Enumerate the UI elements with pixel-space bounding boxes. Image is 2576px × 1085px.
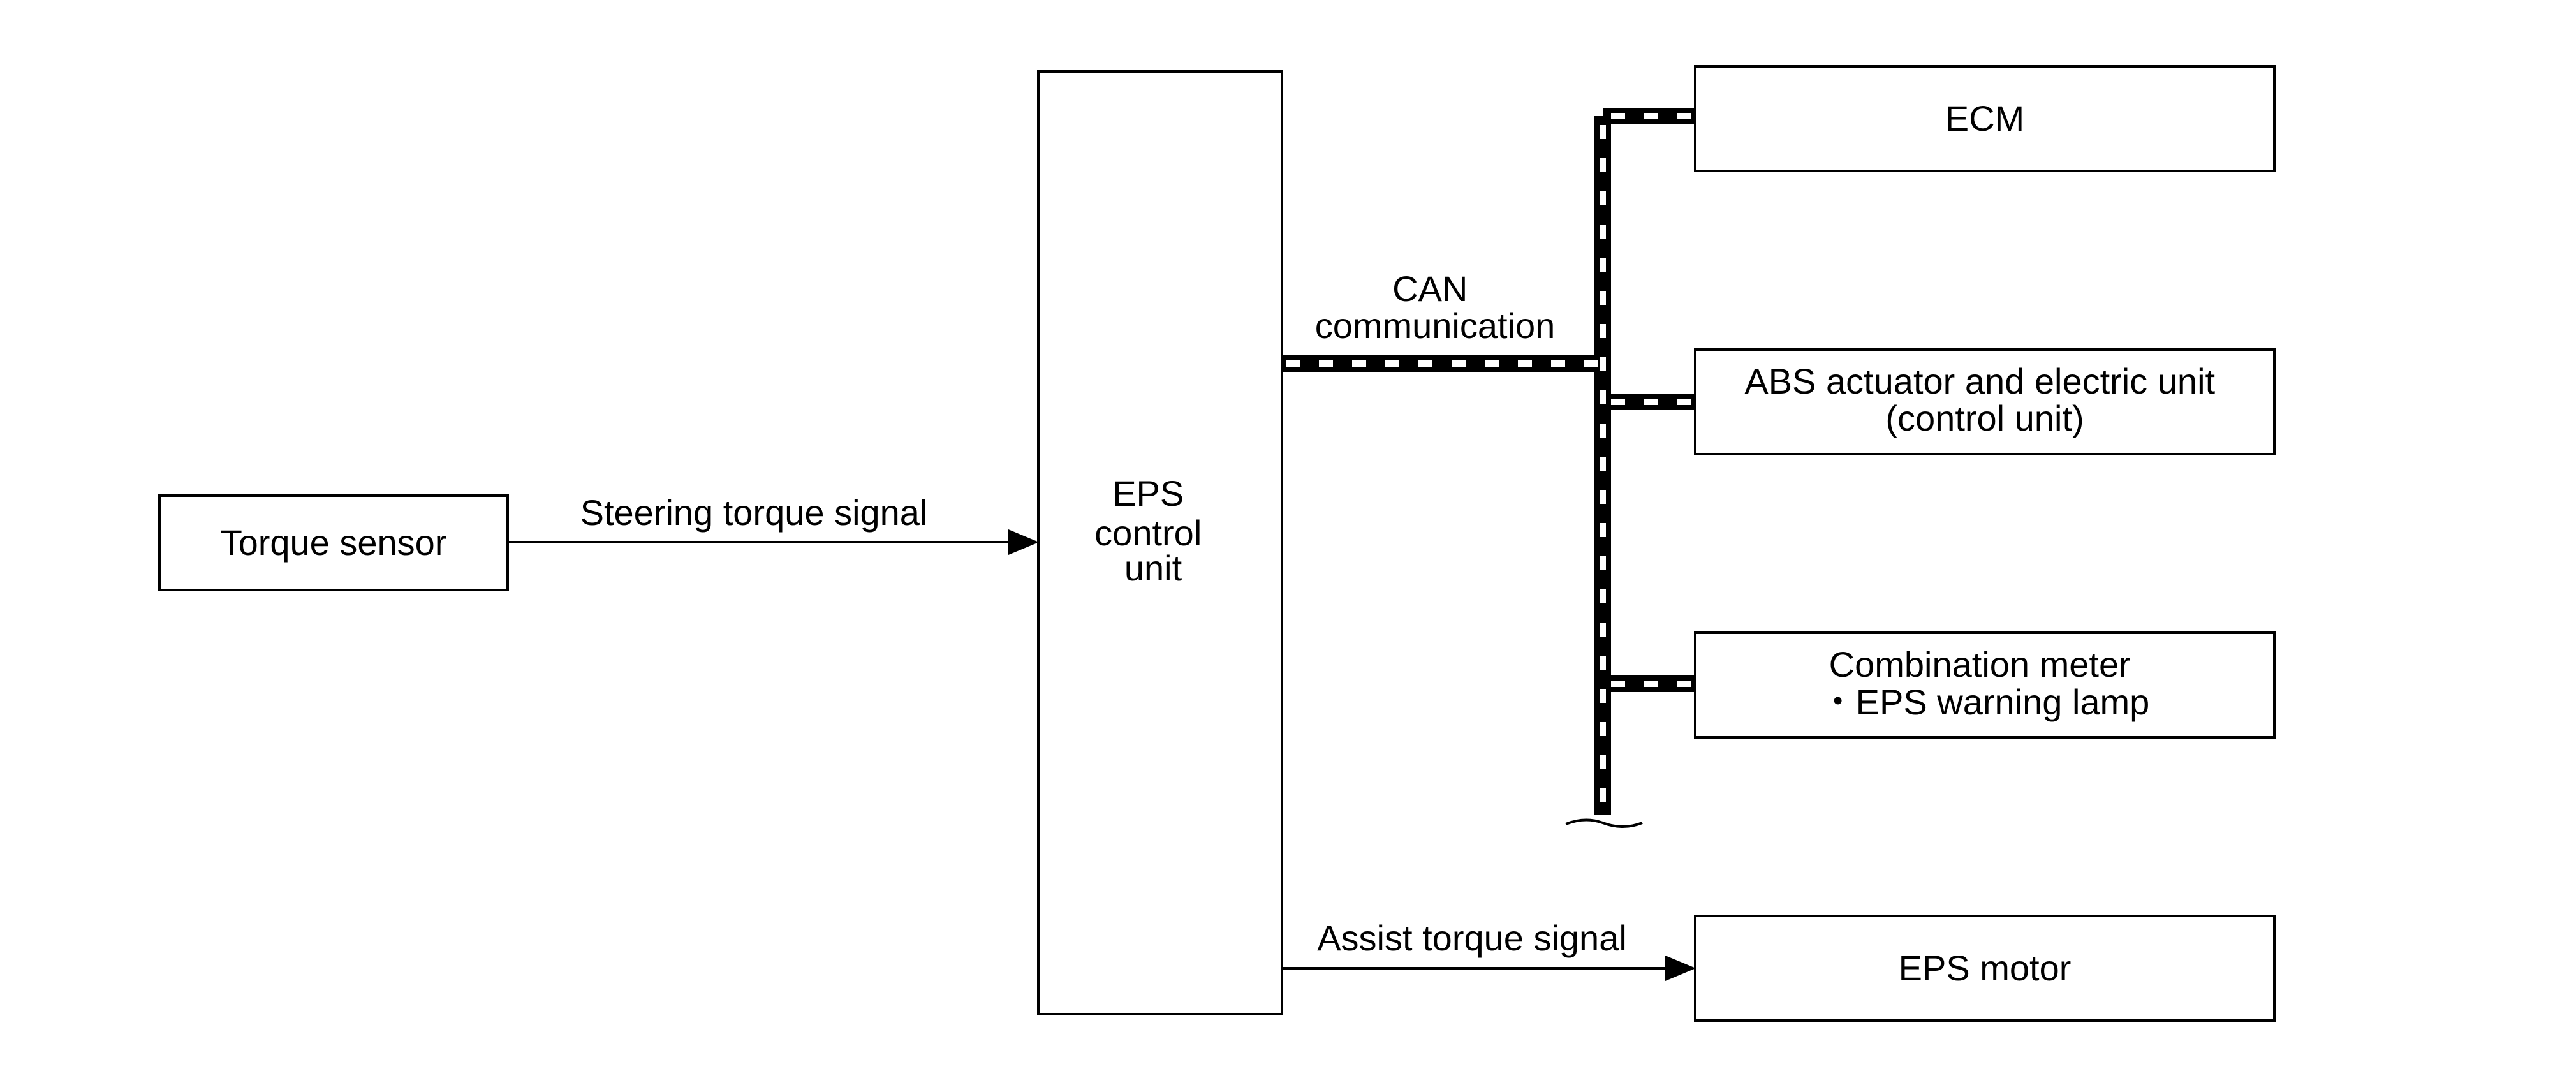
eps-motor-label: EPS motor xyxy=(1899,948,2072,988)
eps-control-unit-label: EPS control unit xyxy=(1094,473,1212,588)
can-communication-line-2: communication xyxy=(1315,306,1556,346)
combination-meter-label: Combination meter ・EPS warning lamp xyxy=(1820,644,2150,722)
abs-unit-block: ABS actuator and electric unit (control … xyxy=(1694,348,2276,455)
steering-torque-signal-label: Steering torque signal xyxy=(580,492,928,533)
torque-sensor-block: Torque sensor xyxy=(158,494,509,591)
steering-torque-signal: Steering torque signal xyxy=(508,492,1039,555)
eps-control-unit-line-3: unit xyxy=(1124,548,1182,588)
ecm-label: ECM xyxy=(1945,98,2024,138)
abs-unit-line-2: (control unit) xyxy=(1885,398,2084,438)
can-bus-trunk xyxy=(1282,108,1695,815)
abs-unit-label: ABS actuator and electric unit (control … xyxy=(1744,361,2225,438)
torque-sensor-label: Torque sensor xyxy=(221,522,447,563)
can-bus: CAN communication xyxy=(1282,108,1695,828)
combination-meter-line-2: ・EPS warning lamp xyxy=(1820,682,2150,722)
can-bus-break-mark xyxy=(1565,818,1643,828)
assist-torque-signal: Assist torque signal xyxy=(1282,918,1696,981)
ecm-block: ECM xyxy=(1694,65,2276,172)
eps-control-unit-line-2: control xyxy=(1094,513,1202,553)
eps-motor-block: EPS motor xyxy=(1694,915,2276,1022)
can-communication-label: CAN communication xyxy=(1315,269,1556,346)
can-communication-line-1: CAN xyxy=(1392,269,1468,309)
combination-meter-line-1: Combination meter xyxy=(1829,644,2131,684)
abs-unit-line-1: ABS actuator and electric unit xyxy=(1744,361,2215,401)
eps-control-unit-block: EPS control unit xyxy=(1037,70,1283,1015)
eps-control-unit-line-1: EPS xyxy=(1112,473,1184,513)
can-bus-pattern xyxy=(1286,113,1694,811)
assist-torque-signal-label: Assist torque signal xyxy=(1317,918,1627,958)
combination-meter-block: Combination meter ・EPS warning lamp xyxy=(1694,631,2276,739)
